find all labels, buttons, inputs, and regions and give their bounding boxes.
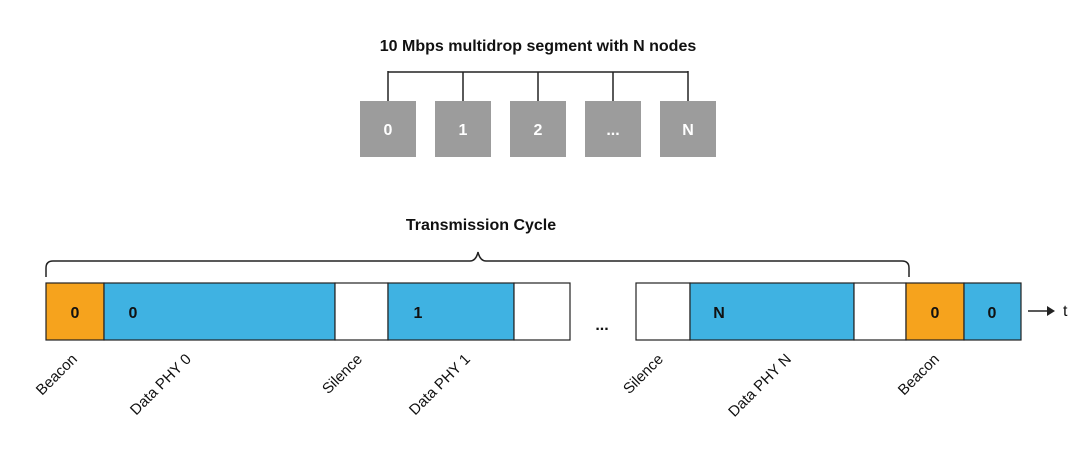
node-0: 0 — [360, 101, 416, 157]
label-data-phy-1: Data PHY 1 — [406, 351, 474, 419]
segment-data-phy-1: 1 — [387, 282, 515, 341]
segment-silence — [334, 282, 389, 341]
label-silence-2: Silence — [620, 351, 667, 398]
node-label: ... — [606, 122, 619, 139]
segment-label: 0 — [71, 305, 80, 322]
segment-label: N — [713, 305, 725, 322]
segment-silence — [635, 282, 691, 341]
segment-rect — [334, 282, 389, 341]
time-axis-label: t — [1063, 303, 1068, 320]
timeline-ellipsis: ... — [595, 317, 608, 334]
node-1: 1 — [435, 101, 491, 157]
segment-silence — [513, 282, 571, 341]
label-beacon: Beacon — [33, 351, 81, 399]
timeline-group-1: 0 0 1 — [45, 282, 571, 341]
node-label: 0 — [384, 122, 393, 139]
segment-rect — [513, 282, 571, 341]
node-label: 1 — [459, 122, 468, 139]
time-arrow — [1028, 306, 1055, 316]
segment-rect — [103, 282, 336, 341]
segment-rect — [963, 282, 1022, 341]
segment-silence — [853, 282, 907, 341]
label-beacon-next: Beacon — [895, 351, 943, 399]
segment-beacon-0: 0 — [45, 282, 105, 341]
segment-beacon-0-next: 0 — [905, 282, 965, 341]
segment-label: 0 — [931, 305, 940, 322]
segment-rect — [905, 282, 965, 341]
segment-label: 1 — [414, 305, 423, 322]
bus-lines — [387, 71, 689, 101]
node-2: 2 — [510, 101, 566, 157]
segment-data-phy-0: 0 — [103, 282, 336, 341]
label-data-phy-0: Data PHY 0 — [127, 351, 195, 419]
cycle-brace — [45, 251, 910, 277]
segment-label: 0 — [988, 305, 997, 322]
node-n: N — [660, 101, 716, 157]
label-data-phy-n: Data PHY N — [725, 351, 795, 421]
cycle-title: Transmission Cycle — [406, 217, 556, 234]
network-title: 10 Mbps multidrop segment with N nodes — [380, 38, 697, 55]
node-ellipsis: ... — [585, 101, 641, 157]
node-label: N — [682, 122, 694, 139]
segment-data-phy-n: N — [689, 282, 855, 341]
segment-data-0-next: 0 — [963, 282, 1022, 341]
segment-label: 0 — [129, 305, 138, 322]
timeline-group-2: N 0 0 — [635, 282, 1022, 341]
segment-rect — [387, 282, 515, 341]
segment-rect — [853, 282, 907, 341]
label-silence-1: Silence — [319, 351, 366, 398]
segment-rect — [635, 282, 691, 341]
node-label: 2 — [534, 122, 543, 139]
